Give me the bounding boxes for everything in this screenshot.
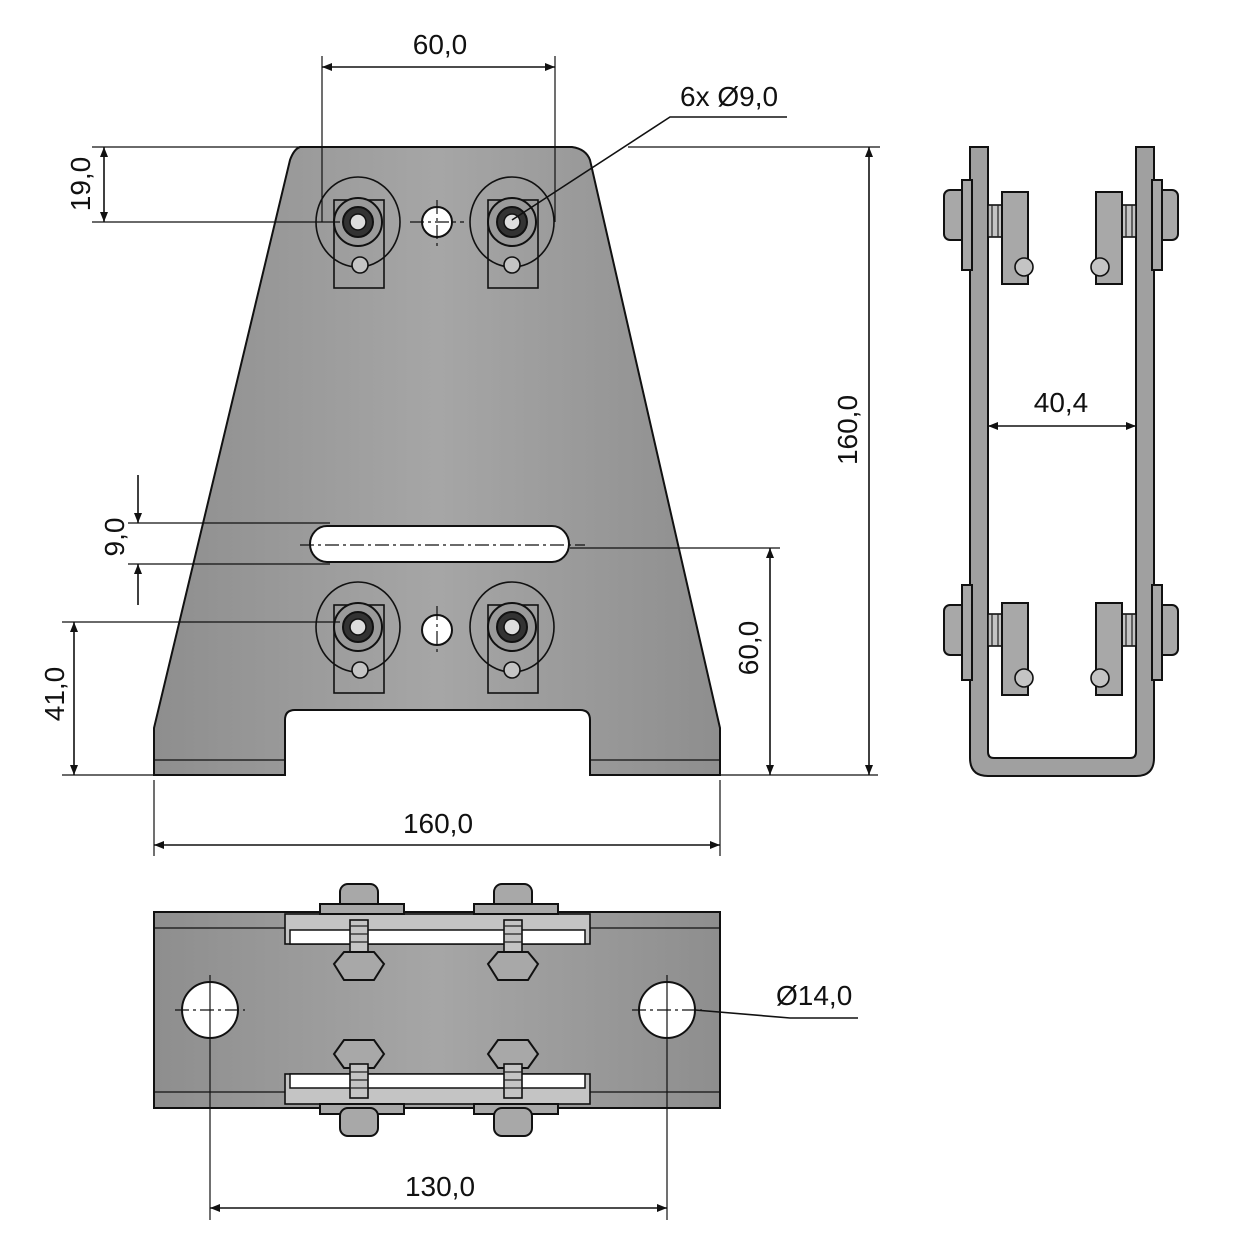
dim-total-height: 160,0 [832, 395, 863, 465]
dim-holes: 6x Ø9,0 [680, 81, 778, 112]
front-view: 60,0 6x Ø9,0 19,0 9,0 41,0 60,0 160,0 [39, 29, 880, 856]
dim-hole-spacing: 130,0 [405, 1171, 475, 1202]
gap-top [289, 929, 586, 945]
bottom-view: Ø14,0 130,0 [153, 883, 858, 1220]
side-bolt-bottom-right [1090, 584, 1179, 696]
trapezoid-plate [153, 146, 721, 776]
clamp-bottom-left [315, 581, 401, 694]
u-profile [969, 146, 1155, 777]
leader-line [694, 1009, 858, 1019]
leader-line [511, 116, 787, 221]
gap-bottom [289, 1073, 586, 1089]
side-bolt-bottom-left [943, 584, 1034, 696]
dim-base-width: 160,0 [403, 808, 473, 839]
clamp-top-left [315, 176, 401, 289]
clamp-bottom-right [469, 581, 555, 694]
slot [309, 525, 570, 563]
dim-clamp-gap: 40,4 [1034, 387, 1089, 418]
dim-bottom-offset: 41,0 [39, 667, 70, 722]
bottom-bolt-bottom-right [473, 1039, 559, 1137]
dim-top-offset: 19,0 [65, 157, 96, 212]
side-bolt-top-right [1090, 179, 1179, 285]
dim-top-spacing: 60,0 [413, 29, 468, 60]
side-view: 40,4 [943, 146, 1179, 777]
dim-slot-width: 9,0 [99, 518, 130, 557]
dim-slot-height: 60,0 [733, 621, 764, 676]
dim-mount-hole: Ø14,0 [776, 980, 852, 1011]
bottom-bolt-bottom-left [319, 1039, 405, 1137]
bottom-bolt-top-right [473, 883, 559, 981]
side-bolt-top-left [943, 179, 1034, 285]
bottom-bolt-top-left [319, 883, 405, 981]
